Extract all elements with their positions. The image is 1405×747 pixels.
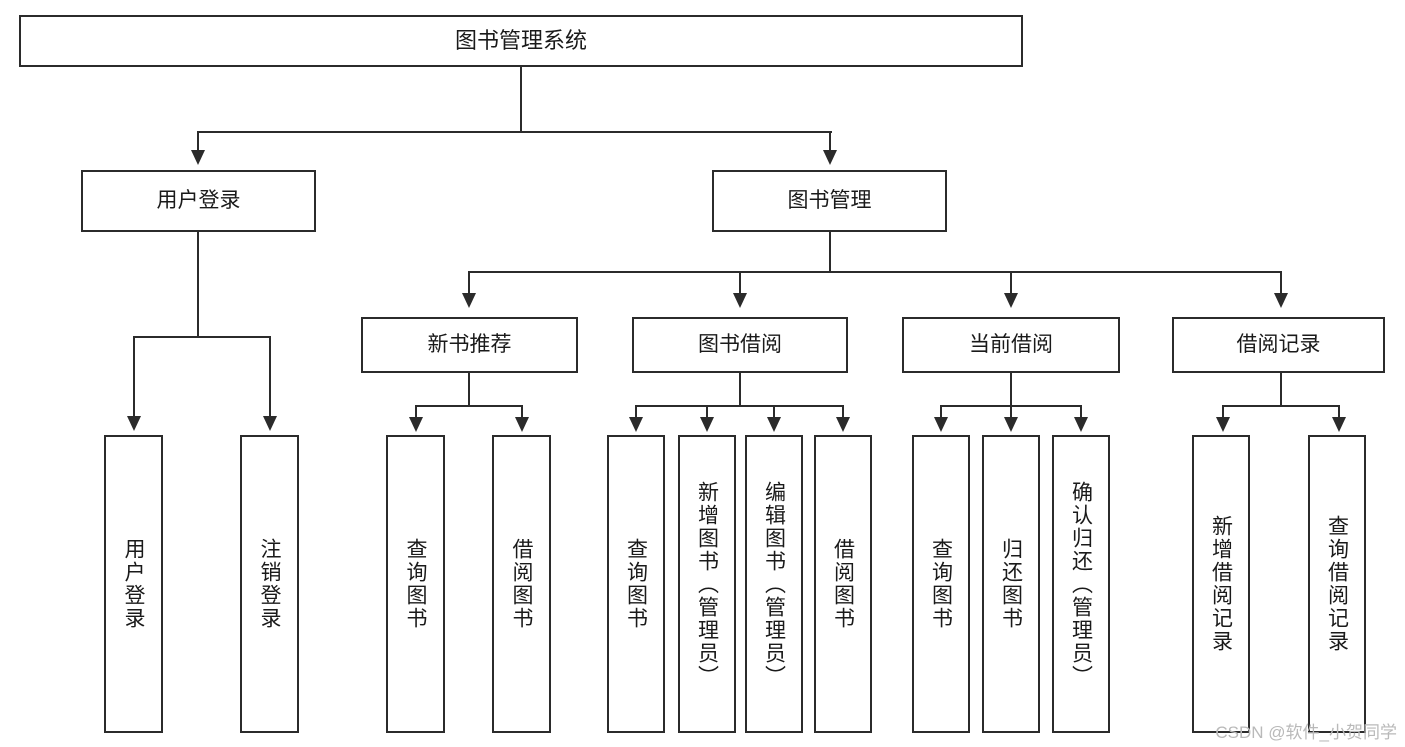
edge-root-stem (520, 67, 522, 132)
edge-br-leaf-1 (1222, 405, 1224, 421)
edge-new-book-recommend-bus (416, 405, 523, 407)
leaf-user-login-login[interactable]: 用户登录 (104, 435, 163, 733)
leaf-label: 借阅图书 (510, 538, 533, 630)
node-user-login[interactable]: 用户登录 (81, 170, 316, 232)
edge-to-borrow-record (1280, 271, 1282, 297)
arrow-nbr-leaf-1 (409, 417, 423, 432)
leaf-label: 查询图书 (929, 538, 953, 630)
node-new-book-recommend[interactable]: 新书推荐 (361, 317, 578, 373)
leaf-nbr-borrow-book[interactable]: 借阅图书 (492, 435, 551, 733)
leaf-label: 查询借阅记录 (1325, 515, 1349, 653)
edge-book-borrow-stem (739, 373, 741, 406)
leaf-label: 归还图书 (999, 538, 1023, 630)
edge-current-borrow-stem (1010, 373, 1012, 406)
edge-bb-leaf-2 (706, 405, 708, 421)
edge-bb-leaf-1 (635, 405, 637, 421)
leaf-bb-edit-book-admin[interactable]: 编辑图书（管理员） (745, 435, 803, 733)
arrow-user-login-leaf-1 (127, 416, 141, 431)
arrow-cb-leaf-1 (934, 417, 948, 432)
leaf-nbr-query-book[interactable]: 查询图书 (386, 435, 445, 733)
edge-to-current-borrow (1010, 271, 1012, 297)
arrow-to-book-management (823, 150, 837, 165)
edge-nbr-leaf-1 (415, 405, 417, 421)
leaf-bb-add-book-admin[interactable]: 新增图书（管理员） (678, 435, 736, 733)
edge-user-login-bus (134, 336, 271, 338)
edge-borrow-record-bus (1223, 405, 1340, 407)
leaf-label: 查询图书 (624, 538, 648, 630)
arrow-bb-leaf-1 (629, 417, 643, 432)
edge-borrow-record-stem (1280, 373, 1282, 406)
edge-user-login-stem (197, 232, 199, 337)
edge-to-new-book-recommend (468, 271, 470, 297)
node-book-management[interactable]: 图书管理 (712, 170, 947, 232)
node-label: 新书推荐 (427, 332, 512, 356)
edge-cb-leaf-3 (1080, 405, 1082, 421)
leaf-label: 用户登录 (122, 538, 145, 630)
node-book-borrow[interactable]: 图书借阅 (632, 317, 848, 373)
node-borrow-record[interactable]: 借阅记录 (1172, 317, 1385, 373)
arrow-cb-leaf-3 (1074, 417, 1088, 432)
leaf-br-add-record[interactable]: 新增借阅记录 (1192, 435, 1250, 733)
arrow-br-leaf-1 (1216, 417, 1230, 432)
csdn-watermark: CSDN @软件_小贺同学 (1215, 723, 1397, 742)
edge-to-book-borrow (739, 271, 741, 297)
node-current-borrow[interactable]: 当前借阅 (902, 317, 1120, 373)
leaf-cb-query-book[interactable]: 查询图书 (912, 435, 970, 733)
arrow-bb-leaf-2 (700, 417, 714, 432)
arrow-to-borrow-record (1274, 293, 1288, 308)
leaf-cb-confirm-return-admin[interactable]: 确认归还（管理员） (1052, 435, 1110, 733)
edge-to-book-management (829, 131, 831, 155)
arrow-to-user-login (191, 150, 205, 165)
edge-book-management-stem (829, 232, 831, 272)
edge-cb-leaf-2 (1010, 405, 1012, 421)
leaf-label: 编辑图书（管理员） (762, 480, 786, 688)
leaf-cb-return-book[interactable]: 归还图书 (982, 435, 1040, 733)
leaf-label: 新增借阅记录 (1209, 515, 1233, 653)
leaf-label: 注销登录 (258, 538, 281, 630)
leaf-label: 借阅图书 (831, 538, 855, 630)
leaf-br-query-record[interactable]: 查询借阅记录 (1308, 435, 1366, 733)
arrow-to-current-borrow (1004, 293, 1018, 308)
leaf-label: 新增图书（管理员） (695, 480, 719, 688)
edge-level1-bus (198, 131, 832, 133)
leaf-bb-borrow-book[interactable]: 借阅图书 (814, 435, 872, 733)
arrow-to-new-book-recommend (462, 293, 476, 308)
edge-to-user-login (197, 131, 199, 155)
arrow-user-login-leaf-2 (263, 416, 277, 431)
node-label: 借阅记录 (1236, 332, 1321, 356)
node-label: 图书管理系统 (454, 28, 587, 54)
edge-cb-leaf-1 (940, 405, 942, 421)
edge-user-login-leaf-1 (133, 336, 135, 420)
arrow-cb-leaf-2 (1004, 417, 1018, 432)
arrow-bb-leaf-4 (836, 417, 850, 432)
leaf-label: 查询图书 (404, 538, 427, 630)
edge-level2-bus (468, 271, 1282, 273)
arrow-nbr-leaf-2 (515, 417, 529, 432)
leaf-label: 确认归还（管理员） (1069, 480, 1093, 688)
edge-new-book-recommend-stem (468, 373, 470, 406)
node-label: 图书管理 (787, 188, 872, 212)
leaf-user-login-logout[interactable]: 注销登录 (240, 435, 299, 733)
leaf-bb-query-book[interactable]: 查询图书 (607, 435, 665, 733)
edge-user-login-leaf-2 (269, 336, 271, 420)
edge-nbr-leaf-2 (521, 405, 523, 421)
node-label: 图书借阅 (698, 332, 782, 356)
edge-book-borrow-bus (636, 405, 844, 407)
arrow-br-leaf-2 (1332, 417, 1346, 432)
node-label: 用户登录 (156, 188, 241, 212)
arrow-to-book-borrow (733, 293, 747, 308)
edge-bb-leaf-4 (842, 405, 844, 421)
edge-br-leaf-2 (1338, 405, 1340, 421)
node-root-book-management-system[interactable]: 图书管理系统 (19, 15, 1023, 67)
node-label: 当前借阅 (969, 332, 1053, 356)
arrow-bb-leaf-3 (767, 417, 781, 432)
edge-bb-leaf-3 (773, 405, 775, 421)
